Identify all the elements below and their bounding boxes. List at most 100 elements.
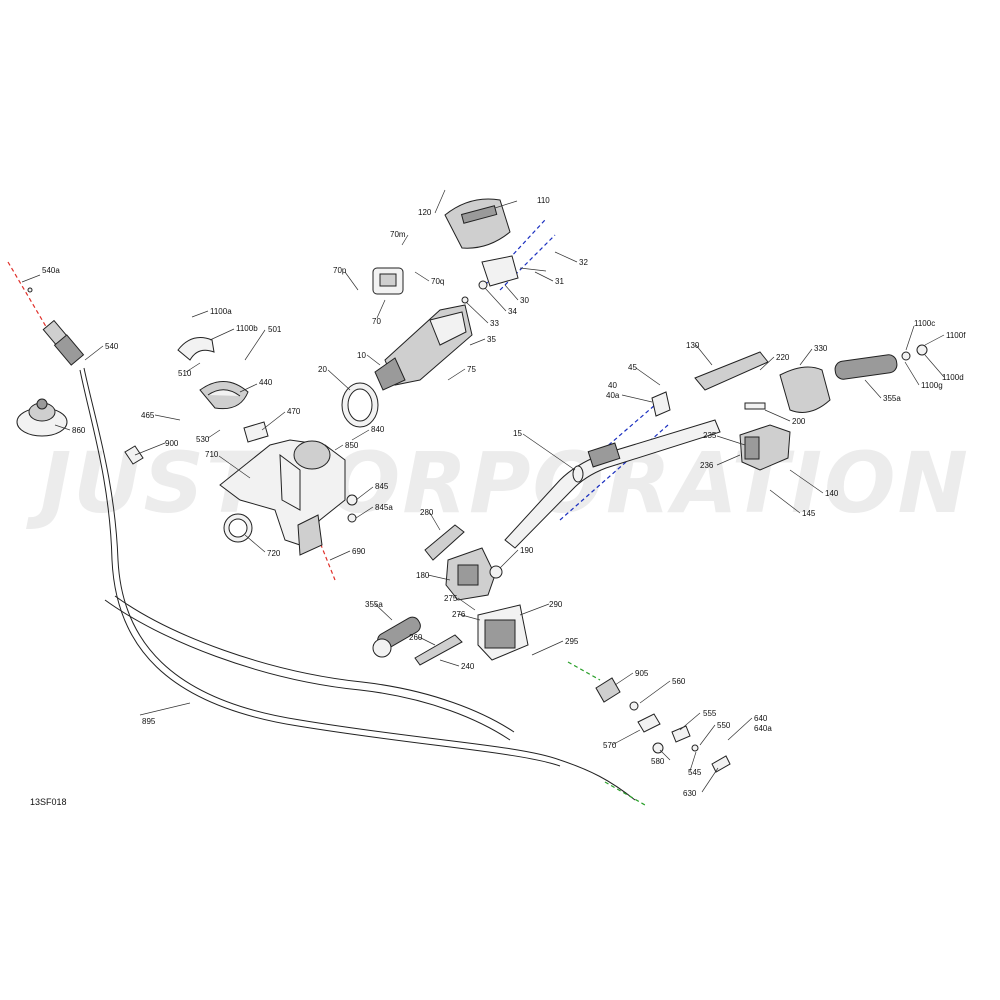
- label-1100a: 1100a: [210, 307, 232, 316]
- label-145: 145: [802, 509, 816, 518]
- label-1100f: 1100f: [946, 331, 966, 340]
- cable-895: [104, 595, 636, 801]
- part-240-lever: [414, 634, 463, 666]
- part-845-nut: [346, 494, 358, 506]
- label-15: 15: [513, 429, 522, 438]
- part-20-ring: [341, 382, 379, 428]
- label-275: 275: [444, 594, 458, 603]
- label-235: 235: [703, 431, 717, 440]
- part-30-mount: [481, 255, 519, 287]
- label-570: 570: [603, 741, 617, 750]
- label-895: 895: [142, 717, 156, 726]
- part-560-ring: [629, 701, 639, 711]
- part-355a-right-grip: [834, 354, 898, 380]
- label-70p: 70p: [333, 266, 347, 275]
- label-45: 45: [628, 363, 637, 372]
- part-545-nut: [691, 744, 699, 752]
- label-900: 900: [165, 439, 179, 448]
- label-640a: 640a: [754, 724, 772, 733]
- label-190: 190: [520, 546, 534, 555]
- label-31: 31: [555, 277, 564, 286]
- label-690: 690: [352, 547, 366, 556]
- part-130-housing: [694, 351, 769, 391]
- part-15-handlebar: [504, 419, 721, 549]
- part-510-bracket: [177, 337, 249, 410]
- label-290: 290: [549, 600, 563, 609]
- label-260: 260: [409, 633, 423, 642]
- part-10-throttle-body: [374, 304, 473, 391]
- part-110-cover: [444, 198, 511, 249]
- label-1100g: 1100g: [921, 381, 943, 390]
- label-220: 220: [776, 353, 790, 362]
- label-236: 236: [700, 461, 714, 470]
- part-190-knob: [489, 565, 503, 579]
- part-570-connector: [637, 713, 661, 733]
- part-290-housing: [477, 604, 529, 661]
- label-440: 440: [259, 378, 273, 387]
- label-501: 501: [268, 325, 282, 334]
- label-33: 33: [490, 319, 499, 328]
- label-555: 555: [703, 709, 717, 718]
- label-130: 130: [686, 341, 700, 350]
- label-110: 110: [537, 196, 550, 205]
- label-140: 140: [825, 489, 839, 498]
- part-330-grip: [779, 366, 831, 413]
- label-40: 40: [608, 381, 617, 390]
- part-180-switch-block: [445, 547, 496, 601]
- label-20: 20: [318, 365, 327, 374]
- watermark-text: JUSTCORPORATION: [26, 434, 970, 532]
- label-180: 180: [416, 571, 430, 580]
- label-40a: 40a: [606, 391, 620, 400]
- label-850: 850: [345, 441, 359, 450]
- label-330: 330: [814, 344, 828, 353]
- label-905: 905: [635, 669, 649, 678]
- label-120: 120: [418, 208, 432, 217]
- part-40-clamp: [651, 391, 671, 417]
- label-840: 840: [371, 425, 385, 434]
- part-34-washer: [478, 280, 488, 290]
- label-355a-left: 355a: [365, 600, 383, 609]
- alignment-line-green-bottom: [604, 781, 646, 806]
- label-276: 276: [452, 610, 466, 619]
- part-1100f-cap: [916, 344, 928, 356]
- label-510: 510: [178, 369, 192, 378]
- leader-lines: [21, 189, 945, 793]
- part-355a-left-grip: [372, 616, 421, 658]
- label-75: 75: [467, 365, 476, 374]
- part-280-lever: [424, 524, 465, 561]
- part-labels: 110 120 70m 32 70p 70q 31 70 30 34 33 35…: [42, 196, 966, 798]
- label-280: 280: [420, 508, 434, 517]
- label-560: 560: [672, 677, 686, 686]
- label-200: 200: [792, 417, 806, 426]
- label-30: 30: [520, 296, 529, 305]
- alignment-line-red-top: [7, 261, 49, 331]
- label-240: 240: [461, 662, 475, 671]
- label-720: 720: [267, 549, 281, 558]
- label-1100d: 1100d: [942, 373, 964, 382]
- label-845a: 845a: [375, 503, 393, 512]
- cable-540: [79, 367, 561, 767]
- part-905-boot: [595, 677, 621, 703]
- part-540-connector: [27, 287, 85, 366]
- label-860: 860: [72, 426, 86, 435]
- label-465: 465: [141, 411, 155, 420]
- label-355a-right: 355a: [883, 394, 901, 403]
- label-845: 845: [375, 482, 389, 491]
- label-70: 70: [372, 317, 381, 326]
- label-1100c: 1100c: [914, 319, 935, 328]
- part-630-link: [711, 755, 731, 773]
- part-33-nut: [461, 296, 469, 304]
- part-845a-washer: [347, 513, 357, 523]
- alignment-line-blue-2: [499, 234, 556, 291]
- label-34: 34: [508, 307, 517, 316]
- label-630: 630: [683, 789, 697, 798]
- label-710: 710: [205, 450, 219, 459]
- part-200-pin: [744, 402, 766, 410]
- label-35: 35: [487, 335, 496, 344]
- label-70q: 70q: [431, 277, 444, 286]
- part-710-main-bracket: [219, 439, 346, 556]
- label-580: 580: [651, 757, 665, 766]
- label-540: 540: [105, 342, 119, 351]
- label-32: 32: [579, 258, 588, 267]
- label-545: 545: [688, 768, 702, 777]
